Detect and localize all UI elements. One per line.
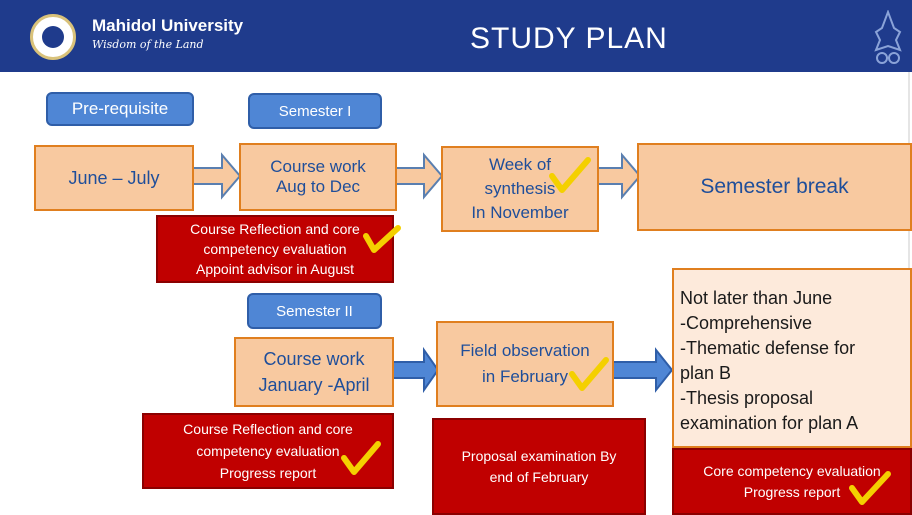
reflection-1-box: Course Reflection and core competency ev…: [156, 215, 394, 283]
university-motto: Wisdom of the Land: [92, 38, 204, 51]
core-eval-box: Core competency evaluation Progress repo…: [672, 448, 912, 515]
checkmark-icon: [341, 441, 381, 475]
university-name: Mahidol University: [92, 16, 244, 35]
prerequisite-label: Pre-requisite: [46, 92, 194, 126]
field-observation-box: Field observation in February: [436, 321, 614, 407]
checkmark-icon: [569, 357, 609, 391]
june-july-box: June – July: [34, 145, 194, 211]
right-arrow-icon: [191, 152, 642, 200]
semester-break-box: Semester break: [637, 143, 912, 231]
page-title: STUDY PLAN: [470, 22, 668, 55]
reflection-2-box: Course Reflection and core competency ev…: [142, 413, 394, 489]
deadline-note-box: Not later than June -Comprehensive -Them…: [672, 268, 912, 448]
header-bar: Mahidol University Wisdom of the Land ST…: [0, 0, 912, 72]
semester-2-label: Semester II: [247, 293, 382, 329]
checkmark-icon: [849, 471, 891, 505]
semester-1-label: Semester I: [248, 93, 382, 129]
proposal-exam-box: Proposal examination By end of February: [432, 418, 646, 515]
emblem-icon: [874, 10, 902, 64]
checkmark-icon: [363, 225, 401, 253]
right-arrow-icon: [391, 346, 674, 394]
course-work-2-box: Course work January -April: [234, 337, 394, 407]
week-synthesis-box: Week of synthesis In November: [441, 146, 599, 232]
checkmark-icon: [549, 157, 591, 193]
course-work-1-box: Course work Aug to Dec: [239, 143, 397, 211]
university-logo-icon: [30, 14, 76, 60]
